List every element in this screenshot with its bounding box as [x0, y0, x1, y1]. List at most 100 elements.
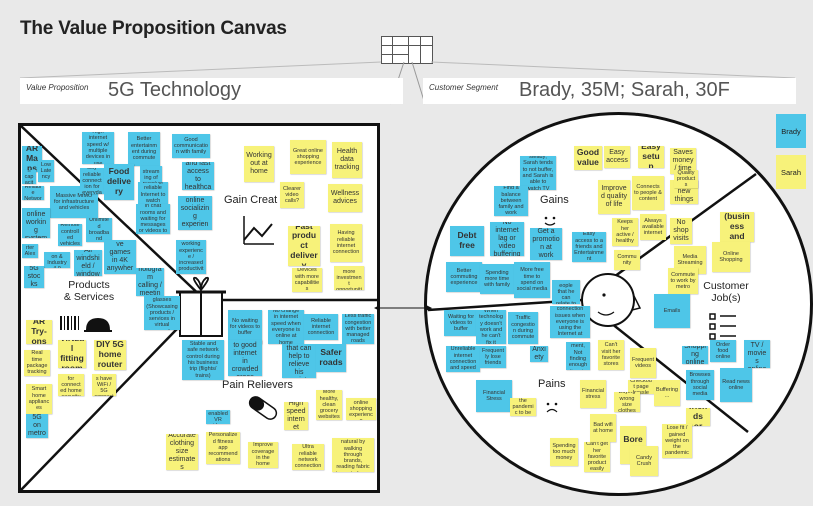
- sticky-note[interactable]: Lose fit / gained weight on the pandemic: [662, 424, 692, 458]
- sticky-note[interactable]: Automation & Industry 4.0: [44, 252, 70, 268]
- sticky-note[interactable]: Safer roads: [316, 344, 346, 372]
- sticky-note[interactable]: Great online shopping experience: [290, 140, 326, 174]
- sticky-note[interactable]: Commute to work by metro: [668, 268, 698, 294]
- sticky-note[interactable]: Ultra reliable network connection: [292, 444, 324, 470]
- sticky-note[interactable]: Having reliable internet connection: [330, 224, 362, 262]
- sticky-note[interactable]: Checkout page hassle: [628, 380, 654, 394]
- sticky-note[interactable]: Always available internet: [640, 214, 666, 240]
- sticky-note[interactable]: Fast product delivery: [288, 226, 320, 266]
- sticky-note[interactable]: Easy and fast access to healthcare: [182, 162, 214, 190]
- sticky-note[interactable]: Waiting for videos to buffer: [444, 310, 478, 336]
- sticky-note[interactable]: Working out at home: [244, 146, 274, 182]
- sticky-note[interactable]: Unlimited broadband: [86, 218, 112, 242]
- sticky-note[interactable]: The network could be steady; Sarah tends…: [520, 156, 556, 190]
- sticky-note[interactable]: Friends/People that he can relate to: [552, 280, 580, 304]
- sticky-note[interactable]: Low Latency: [38, 160, 54, 182]
- sticky-note[interactable]: Seamlessly reliable connection for every…: [80, 168, 104, 194]
- sticky-note[interactable]: More free time to spend on social media: [514, 262, 550, 298]
- sticky-note[interactable]: No waiting for videos to buffer: [228, 310, 262, 344]
- sticky-note[interactable]: Personalized fitness app recommendations: [206, 432, 240, 464]
- sticky-note[interactable]: Health data tracking: [332, 142, 362, 178]
- sticky-note[interactable]: 5G enabled VR videos: [206, 410, 230, 424]
- sticky-note[interactable]: Smarter Alexa: [22, 244, 38, 258]
- sticky-note[interactable]: Smart home appliances: [26, 384, 52, 414]
- sticky-note[interactable]: Connects to people & content: [632, 176, 664, 210]
- sticky-note[interactable]: Good online socializing experience: [178, 196, 212, 230]
- sticky-note[interactable]: Massive MIMO for infrastructure and vehi…: [50, 186, 98, 218]
- sticky-note[interactable]: Financial stress: [580, 380, 606, 408]
- sticky-note[interactable]: Smart / AR glasses (Showcasing products …: [144, 296, 180, 330]
- sticky-note[interactable]: Improve coverage in the home: [248, 442, 278, 468]
- sticky-note[interactable]: Time Management, Not finding enough time…: [566, 342, 590, 370]
- sticky-note[interactable]: Food delivery: [104, 164, 134, 200]
- sticky-note[interactable]: Innovative online shopping experience: [346, 398, 376, 420]
- sticky-note[interactable]: Buffering...: [654, 380, 680, 406]
- value-proposition-bar[interactable]: Value Proposition 5G Technology: [20, 78, 403, 104]
- sticky-note[interactable]: Internet connection issues when everyone…: [550, 306, 590, 338]
- sticky-note[interactable]: No change in internet speed when everyon…: [268, 310, 304, 344]
- sticky-note[interactable]: Reliable internet connection: [304, 314, 338, 340]
- sticky-note[interactable]: 5G creates more investment opportunities: [334, 266, 364, 290]
- sticky-note[interactable]: Recording working experience / increased…: [176, 240, 206, 274]
- canvas-thumbnail[interactable]: [381, 36, 433, 64]
- sticky-note[interactable]: AR Try-ons: [26, 320, 52, 344]
- sticky-note[interactable]: Online Shopping: [712, 242, 750, 272]
- sticky-note[interactable]: Spending too much money: [550, 438, 578, 466]
- sticky-note[interactable]: All products have WiFi / 5G connectivity: [92, 374, 116, 396]
- sticky-note[interactable]: No waiting in chat rooms and waiting for…: [136, 204, 170, 234]
- sticky-note[interactable]: Easy access to a friends and Entertainme…: [572, 232, 606, 262]
- sticky-note[interactable]: Make VR/AR shopping look natural by walk…: [332, 438, 374, 472]
- sticky-note[interactable]: Good communication with family: [172, 134, 210, 158]
- sticky-note[interactable]: Spending more time with family: [480, 264, 514, 294]
- sticky-note[interactable]: Community: [614, 250, 640, 270]
- sticky-note[interactable]: Remote controlled vehicles: [58, 224, 82, 246]
- sticky-note[interactable]: All windshield / window: [74, 250, 102, 276]
- sticky-note[interactable]: Emails: [654, 294, 690, 328]
- sticky-note[interactable]: Easy access: [604, 146, 630, 168]
- sticky-note[interactable]: Anxiety: [530, 346, 548, 362]
- sticky-note[interactable]: Shopping online: [682, 346, 708, 364]
- sticky-note[interactable]: 5G on metro: [26, 414, 48, 438]
- sticky-note[interactable]: Debt free: [450, 226, 484, 256]
- sticky-note[interactable]: Access to good internet in crowded areas: [228, 340, 262, 376]
- sticky-note[interactable]: Virtual fitting room: [58, 340, 86, 368]
- sticky-note[interactable]: Read news online: [720, 368, 752, 402]
- sticky-note[interactable]: Bad wifi at home: [590, 414, 616, 442]
- sticky-note[interactable]: Frequently lose friends: [480, 346, 506, 368]
- sticky-note[interactable]: Easy setup: [638, 146, 664, 168]
- sticky-note[interactable]: High speed internet: [284, 402, 308, 430]
- sticky-note[interactable]: Quality products: [674, 170, 698, 188]
- sticky-note[interactable]: Order food online: [710, 340, 736, 362]
- sticky-note[interactable]: Candy Crush: [630, 446, 658, 476]
- sticky-note[interactable]: Wants the pandemic to be over: [510, 398, 536, 416]
- sticky-note[interactable]: Video Calls (business and leisure): [720, 212, 754, 242]
- sticky-note[interactable]: Ultra-Reliable Network: [22, 186, 44, 200]
- sticky-note[interactable]: Stable and safe network control during h…: [182, 340, 224, 380]
- sticky-note[interactable]: Clearer video calls?: [280, 182, 304, 208]
- sticky-note[interactable]: Can't see friends or family?: [686, 408, 710, 426]
- sticky-note[interactable]: Games that can help to relieve his anxie…: [282, 344, 316, 378]
- sticky-note[interactable]: No shop visits: [670, 218, 692, 244]
- sticky-note[interactable]: Get a promotion at work: [530, 228, 562, 260]
- sticky-note[interactable]: Saves money / time: [670, 148, 696, 174]
- customer-segment-bar[interactable]: Customer Segment Brady, 35M; Sarah, 30F: [423, 78, 796, 104]
- sticky-note[interactable]: Devices with more capabilities: [292, 268, 322, 292]
- sticky-note[interactable]: Find a balance between family and work: [494, 186, 528, 216]
- sticky-note[interactable]: High internet speed w/ multiple devices …: [82, 132, 114, 164]
- sticky-note[interactable]: Better entertainment during commute: [128, 132, 160, 166]
- sticky-note[interactable]: Traffic congestion during commute: [508, 312, 538, 344]
- sticky-note[interactable]: Better commuting experience: [446, 262, 482, 292]
- sticky-note[interactable]: Improved quality of life: [598, 180, 630, 214]
- sticky-note[interactable]: Less traffic congestion with better mana…: [342, 314, 374, 344]
- sticky-note[interactable]: Can't get her favorite product easily: [584, 442, 610, 472]
- sticky-note[interactable]: Buying wrong size clothes: [614, 392, 640, 412]
- sticky-note[interactable]: DIY 5G home router: [94, 340, 126, 370]
- sticky-note[interactable]: Financial Stress: [476, 380, 512, 412]
- sticky-note[interactable]: Better for connected home security: [58, 374, 84, 396]
- sticky-note[interactable]: Immersive games in 4K anywhere: [104, 240, 136, 274]
- sticky-note[interactable]: Wellness advices: [328, 184, 362, 212]
- sticky-note[interactable]: 5G stocks: [24, 266, 44, 288]
- sticky-note[interactable]: AR Maps: [22, 146, 42, 172]
- sticky-note[interactable]: No internet lag or video buffering: [490, 222, 524, 256]
